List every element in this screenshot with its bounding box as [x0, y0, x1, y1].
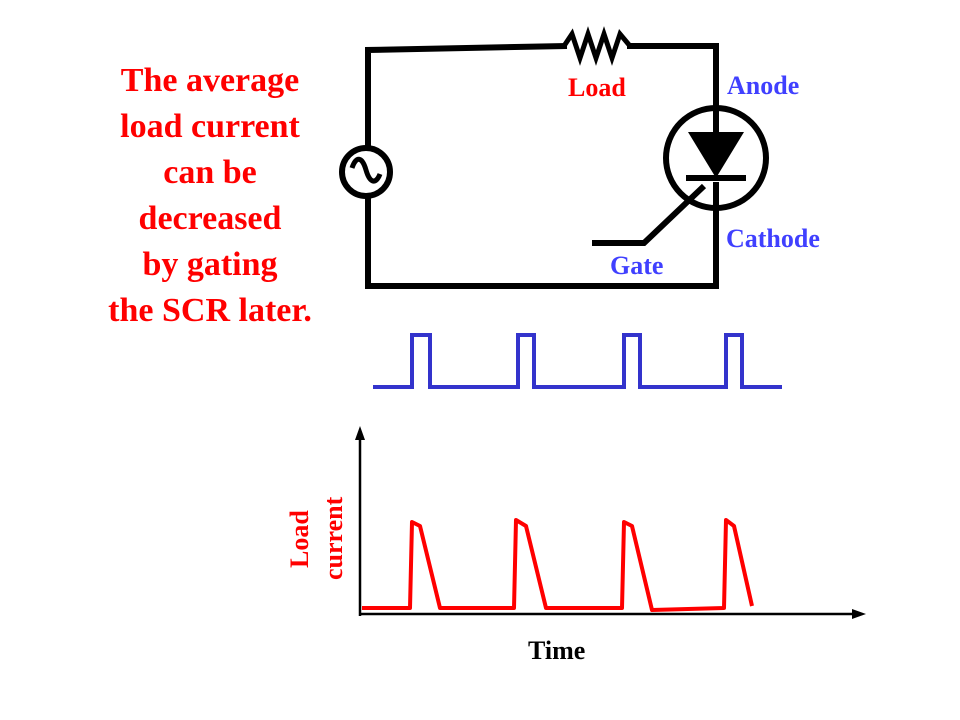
gate-lead [592, 183, 707, 246]
load-current-waveform [362, 518, 754, 612]
gate-pulse-waveform [373, 333, 782, 389]
caption-line: can be [163, 154, 257, 191]
scr-thyristor-icon [592, 105, 769, 246]
y-axis-label-current: current [319, 496, 348, 580]
graph-axes [355, 426, 866, 619]
y-axis-label-load: Load [285, 510, 314, 568]
wire-right-top [627, 43, 719, 103]
caption-text: The average load current can be decrease… [60, 58, 360, 334]
gate-label: Gate [610, 251, 663, 280]
wire-bottom [365, 193, 719, 289]
x-axis-label-time: Time [528, 636, 585, 665]
caption-line: by gating [142, 246, 278, 283]
x-axis-arrow-icon [852, 609, 866, 619]
caption-line: decreased [138, 200, 282, 237]
caption-line: The average [120, 62, 300, 99]
caption-line: the SCR later. [108, 292, 312, 329]
resistor-icon [561, 26, 632, 66]
load-label: Load [568, 73, 626, 102]
cathode-label: Cathode [726, 224, 820, 253]
ac-source-icon [339, 145, 393, 199]
y-axis-arrow-icon [355, 426, 365, 440]
anode-label: Anode [727, 71, 799, 100]
caption-line: load current [120, 108, 300, 145]
wire-left-top [365, 42, 568, 151]
